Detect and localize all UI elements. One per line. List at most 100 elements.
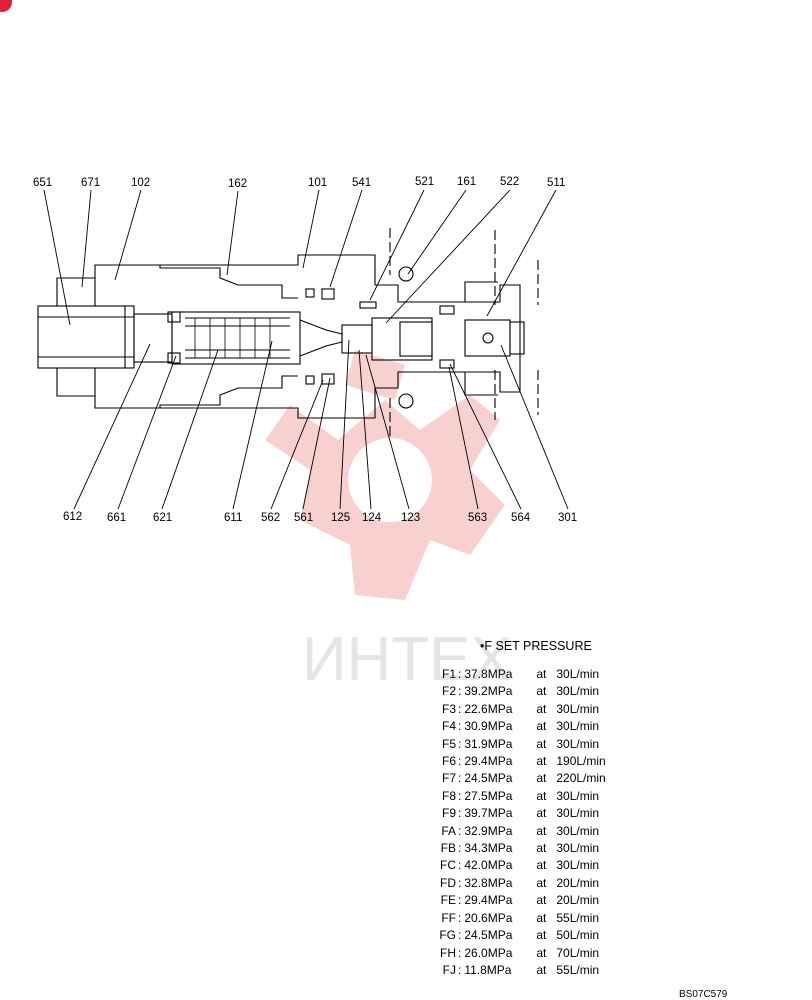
pressure-row: F1:37.8MPa at 30L/min: [437, 666, 606, 683]
at-word: at: [536, 858, 547, 873]
pressure-value: 32.9MPa: [464, 823, 513, 838]
set-pressure-title: •F SET PRESSURE: [480, 639, 592, 653]
flow-value: 20L/min: [556, 875, 600, 890]
port-name: F6: [441, 754, 456, 769]
at-word: at: [536, 701, 547, 716]
separator: :: [458, 684, 462, 699]
pressure-value: 42.0MPa: [464, 858, 513, 873]
port-name: FD: [440, 875, 456, 890]
separator: :: [458, 771, 462, 786]
at-word: at: [536, 962, 547, 977]
flow-value: 220L/min: [556, 771, 606, 786]
part-label-101: 101: [308, 177, 327, 189]
part-label-671: 671: [81, 177, 100, 189]
flow-value: 30L/min: [556, 701, 600, 716]
at-word: at: [536, 823, 547, 838]
pressure-value: 20.6MPa: [464, 910, 513, 925]
part-label-162: 162: [228, 178, 247, 190]
pressure-value: 22.6MPa: [464, 701, 513, 716]
at-word: at: [536, 806, 547, 821]
part-label-564: 564: [511, 512, 531, 524]
pressure-value: 39.2MPa: [464, 684, 513, 699]
port-name: F8: [441, 788, 456, 803]
pressure-value: 24.5MPa: [464, 928, 513, 943]
part-label-511: 511: [547, 177, 565, 189]
at-word: at: [536, 788, 547, 803]
seat: [341, 324, 373, 354]
ball-161: [398, 266, 414, 282]
flow-value: 30L/min: [556, 667, 600, 681]
part-label-161: 161: [457, 176, 476, 188]
flow-value: 50L/min: [556, 928, 600, 943]
separator: :: [458, 928, 462, 943]
port-name: FH: [440, 945, 456, 960]
watermark-text: ИНТЕХ: [302, 625, 512, 694]
housing-upper: [94, 254, 465, 303]
at-word: at: [536, 945, 547, 960]
valve-body-outline: [37, 228, 539, 440]
pressure-value: 32.8MPa: [464, 875, 513, 890]
flow-value: 30L/min: [556, 788, 600, 803]
leader-lines: [43, 189, 569, 510]
port-name: FF: [441, 910, 456, 925]
port-name: F1: [441, 667, 456, 681]
part-label-561: 561: [294, 512, 313, 524]
plug: [133, 313, 173, 363]
part-label-102: 102: [131, 177, 150, 189]
separator: :: [458, 823, 462, 838]
pressure-value: 26.0MPa: [464, 945, 513, 960]
separator: :: [458, 858, 462, 873]
spring-chamber: [171, 311, 301, 365]
pressure-value: 37.8MPa: [464, 667, 513, 681]
at-word: at: [536, 893, 547, 908]
at-word: at: [536, 736, 547, 751]
part-label-611: 611: [224, 512, 242, 524]
pressure-value: 34.3MPa: [464, 841, 513, 856]
flow-value: 55L/min: [556, 962, 600, 977]
at-word: at: [536, 928, 547, 943]
pressure-value: 27.5MPa: [464, 788, 513, 803]
port-name: FC: [440, 858, 456, 873]
adjust-nut: [37, 305, 135, 369]
port-name: FB: [440, 841, 456, 856]
port-name: F4: [441, 719, 456, 734]
drawing-code: BS07C579: [679, 989, 728, 1000]
at-word: at: [536, 667, 547, 681]
pressure-value: 11.8MPa: [464, 962, 512, 977]
pressure-value: 29.4MPa: [464, 754, 513, 769]
separator: :: [458, 667, 462, 681]
at-word: at: [536, 841, 547, 856]
part-label-123: 123: [401, 512, 420, 524]
pressure-value: 29.4MPa: [464, 893, 513, 908]
flow-value: 30L/min: [556, 719, 600, 734]
part-label-563: 563: [468, 512, 487, 524]
spring: [194, 318, 271, 358]
separator: :: [458, 788, 462, 803]
separator: :: [458, 754, 462, 769]
watermark-gear-logo: [265, 350, 505, 600]
flow-value: 30L/min: [556, 841, 600, 856]
port-name: F9: [441, 806, 456, 821]
port-name: F2: [441, 684, 456, 699]
part-label-562: 562: [261, 512, 280, 524]
port-name: FJ: [442, 962, 456, 977]
pressure-row: F8:27.5MPa at 30L/min: [437, 788, 606, 805]
pressure-value: 24.5MPa: [464, 771, 513, 786]
main-sleeve: [432, 284, 521, 393]
pressure-value: 30.9MPa: [464, 719, 513, 734]
